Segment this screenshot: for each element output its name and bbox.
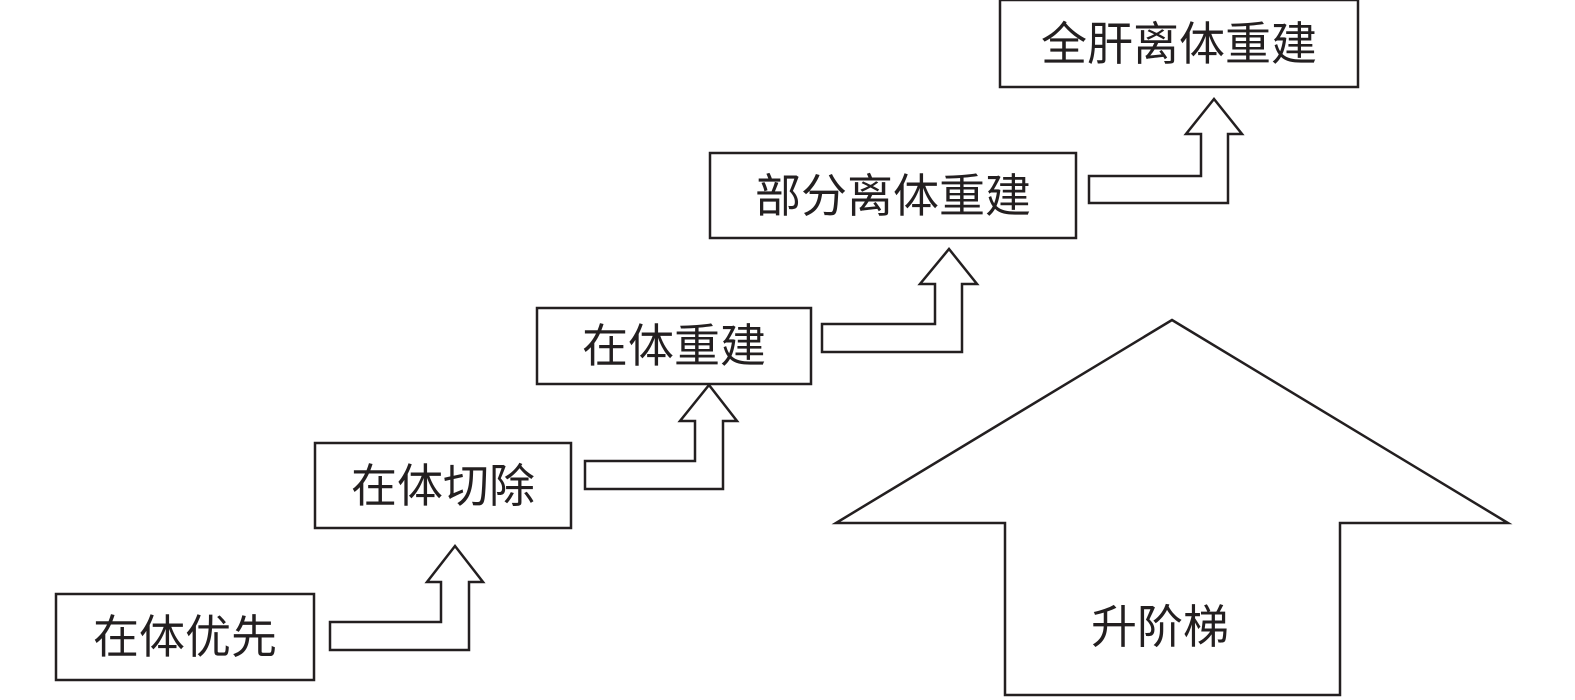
step-5: 全肝离体重建 [998,0,1360,89]
step-3-label: 在体重建 [582,319,766,373]
ladder-label: 升阶梯 [1091,600,1229,654]
step-arrow-1 [328,543,486,652]
step-3: 在体重建 [535,306,813,386]
step-arrow-4 [1087,96,1245,205]
step-arrow-3 [820,247,980,354]
step-1: 在体优先 [54,592,316,682]
step-2-label: 在体切除 [351,459,535,513]
step-2: 在体切除 [313,441,573,530]
ladder-up-arrow [831,318,1513,697]
step-4-label: 部分离体重建 [755,169,1031,223]
step-4: 部分离体重建 [708,151,1078,240]
step-arrow-2 [583,382,740,491]
step-1-label: 在体优先 [93,610,277,664]
step-5-label: 全肝离体重建 [1041,17,1317,71]
